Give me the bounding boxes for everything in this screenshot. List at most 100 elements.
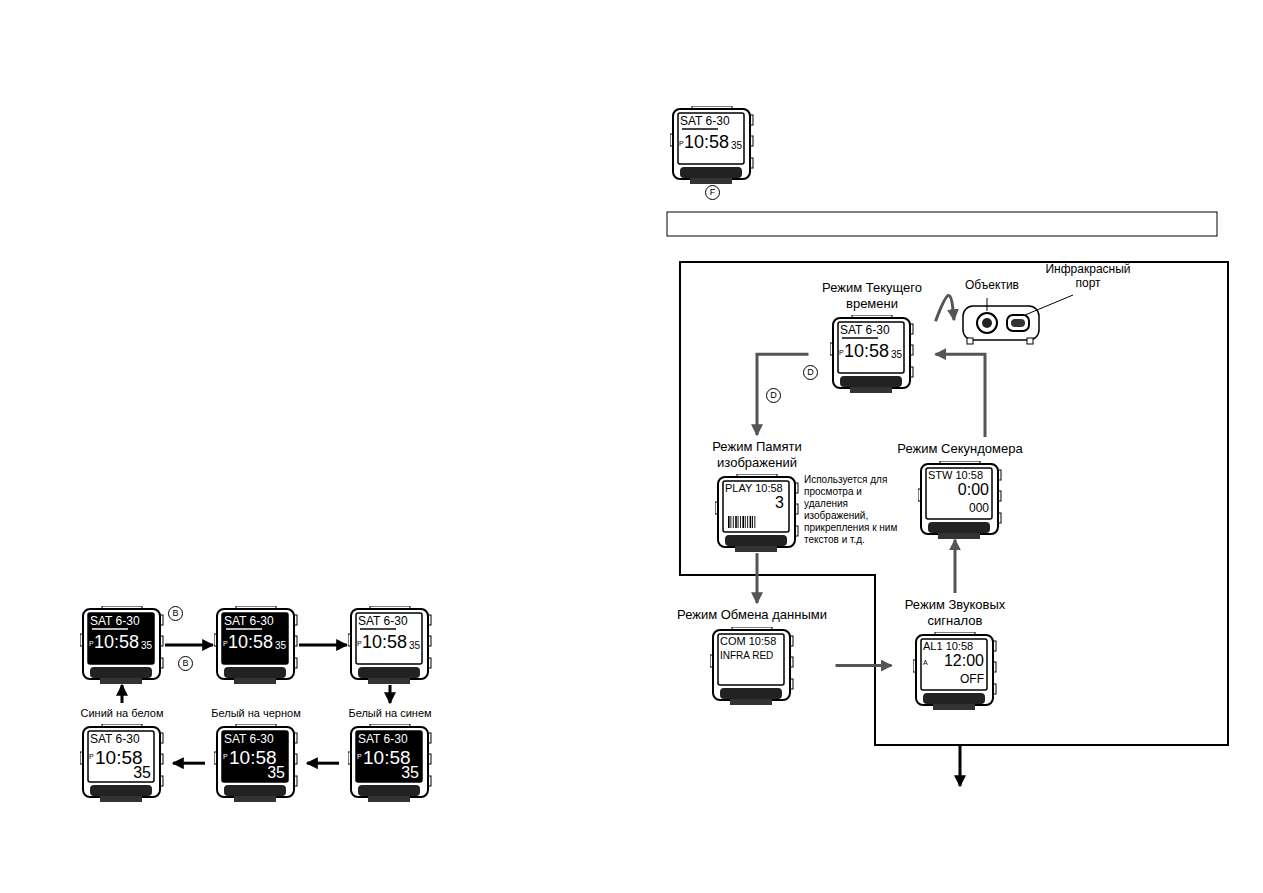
watch-bezel [224,785,286,796]
callout-letter: B [168,606,183,621]
screen-text-area: COM 10:58INFRA RED [718,634,784,685]
screen-text: 10:58 [228,633,273,651]
watch-bezel [725,535,787,546]
watch: PLAY 10:583 [715,474,799,552]
screen-text: 35 [409,641,420,651]
screen-text: P [357,753,362,760]
mode-description: Используется для просмотра и удаления из… [804,474,904,546]
watch-bezel [90,785,152,796]
watch-body [217,727,294,797]
screen-text: 35 [141,641,152,651]
watch-body [921,464,998,534]
watch-bezel [224,667,286,678]
lens-figure: ОбъективИнфракрасный порт [955,262,1139,348]
mode-heading: Белый на синем [340,707,440,720]
screen-text-area: SAT 6-30P10:5835 [88,731,154,782]
screen-text-area: SAT 6-30P10:5835 [222,731,288,782]
screen-bar [360,628,396,630]
screen-text-area: SAT 6-30P10:5835 [356,731,422,782]
barcode [728,516,755,528]
barcode-bar [742,516,744,528]
watch-bezel [90,667,152,678]
part-label: Объектив [957,278,1027,292]
screen-text: SAT 6-30 [224,733,274,745]
watch-body [718,477,795,547]
screen-text: SAT 6-30 [358,615,408,627]
screen-text: 12:00 [944,653,984,669]
watch-strap [735,546,777,552]
mode-heading: Синий на белом [72,707,172,720]
watch-screen [222,731,288,782]
screen-text: 35 [401,765,419,781]
watch-screen [678,113,744,164]
continue-arrow [959,745,962,786]
watch: SAT 6-30P10:5835 [80,724,164,802]
watch-screen [926,468,992,519]
flow-arrow [936,354,986,437]
watch-bezel [840,376,902,387]
watch-screen [718,634,784,685]
edge-label: D [766,388,781,403]
watch-row: PLAY 10:583 Используется для просмотра и … [715,474,904,552]
watch-body [351,609,428,679]
watch-strap [100,796,142,802]
watch-body [83,609,160,679]
screen-text: P [89,753,94,760]
screen-text-area: SAT 6-30P10:5835 [356,613,422,664]
watch-node: SAT 6-30P10:5835 [214,603,298,684]
screen-text: PLAY 10:58 [725,483,783,494]
lens-foot [1027,338,1033,344]
screen-text: OFF [960,673,984,685]
watch: SAT 6-30P10:5835 [830,315,914,393]
barcode-bar [730,516,732,528]
watch: SAT 6-30P10:5835 [214,724,298,802]
screen-text: 35 [133,765,151,781]
watch-screen [88,613,154,664]
screen-text-area: STW 10:580:00000 [926,468,992,519]
screen-text: A [923,659,928,666]
flow-arrow [389,685,392,703]
mode-heading: Режим Текущего времени [810,280,935,311]
screen-text: 10:58 [94,633,139,651]
watch-body [916,635,993,705]
screen-text: 35 [731,141,742,151]
watch-node: Режим Звуковых сигналовAL1 10:58A12:00OF… [893,594,1018,710]
mode-heading: Режим Обмена данными [670,607,835,623]
flow-arrow [173,762,205,765]
screen-text: 35 [267,765,285,781]
watch-strap [730,699,772,705]
screen-bar [682,128,718,130]
screen-text: 35 [891,350,902,360]
screen-text: 10:58 [684,133,729,151]
screen-text: 3 [775,495,784,511]
watch-node: SAT 6-30P10:5835 [80,603,164,684]
watch-node: Режим Памяти изображенийPLAY 10:583Испол… [702,436,904,552]
watch-node: Режим Текущего времениSAT 6-30P10:5835 [810,277,935,393]
flow-arrow [121,685,124,703]
ir-window [1011,319,1025,327]
screen-text: SAT 6-30 [90,615,140,627]
barcode-bar [747,516,749,528]
watch: SAT 6-30P10:5835 [670,106,754,184]
flow-arrow [307,762,339,765]
barcode-bar [750,516,752,528]
watch-node: SAT 6-30P10:5835 [348,603,432,684]
watch-screen [88,731,154,782]
watch-body [833,318,910,388]
screen-bar [842,337,878,339]
watch: SAT 6-30P10:5835 [214,606,298,684]
watch-strap [850,387,892,393]
watch-screen [356,613,422,664]
screen-text: P [839,349,844,356]
screen-text-area: PLAY 10:583 [723,481,789,532]
mode-heading: Белый на черном [206,707,306,720]
flow-arrow [756,553,759,603]
watch-strap [933,704,975,710]
mode-heading: Режим Секундомера [893,441,1028,457]
lens-foot [967,338,973,344]
screen-text: SAT 6-30 [840,324,890,336]
screen-text: STW 10:58 [928,470,983,481]
watch-strap [938,533,980,539]
screen-text: 0:00 [958,482,989,498]
